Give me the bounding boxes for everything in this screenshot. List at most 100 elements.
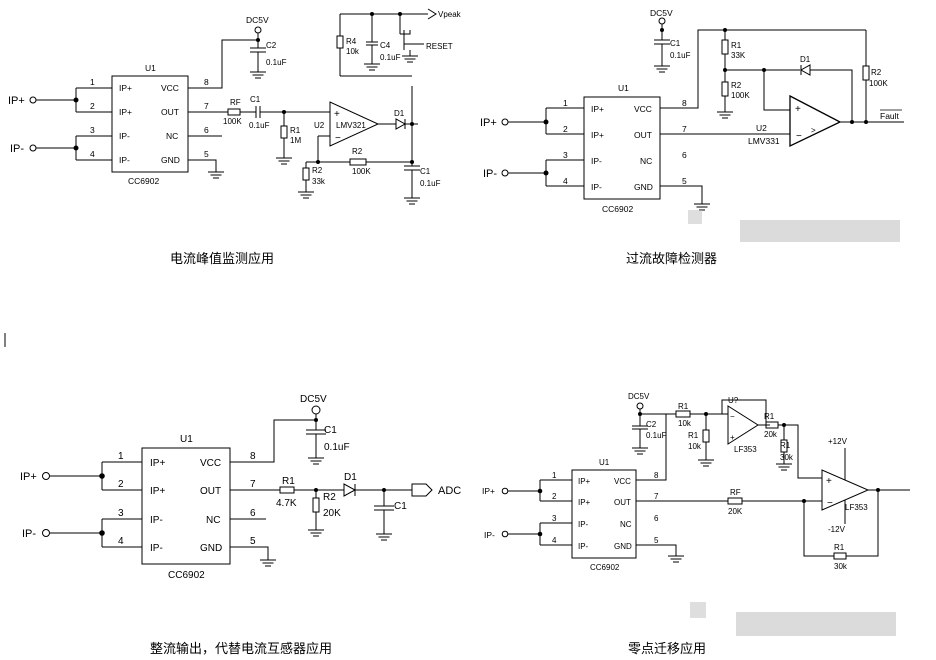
pin-label: IP+: [119, 107, 132, 117]
opamp-label: LF353: [734, 445, 757, 454]
pin-number: 3: [552, 514, 557, 523]
pin-label: OUT: [614, 498, 631, 507]
chip-part: CC6902: [168, 570, 205, 581]
c1-label: C1: [324, 425, 337, 436]
r2b-label: R2: [871, 68, 882, 77]
pin-number: 5: [250, 536, 256, 547]
chip-part: CC6902: [128, 176, 159, 186]
pin-number: 7: [654, 492, 659, 501]
ip-minus-label: IP-: [22, 528, 36, 540]
c1-label: C1: [250, 95, 261, 104]
ip-plus-label: IP+: [8, 95, 25, 107]
c1b-label: C1: [420, 167, 431, 176]
rf-value: 20K: [728, 507, 743, 516]
pin-number: 3: [90, 125, 95, 135]
c2-label: C2: [646, 420, 657, 429]
r1-label: R1: [731, 41, 742, 50]
pin-number: 1: [552, 471, 557, 480]
pin-number: 7: [250, 479, 256, 490]
r2-label: R2: [323, 492, 336, 503]
pin-label: NC: [640, 156, 652, 166]
chip-ref: U1: [618, 83, 629, 93]
chip-ref: U1: [180, 434, 193, 445]
svg-text:+: +: [826, 476, 832, 487]
pin-label: OUT: [200, 486, 221, 497]
pin-number: 4: [90, 149, 95, 159]
rf-label: RF: [230, 98, 241, 107]
pin-label: IP+: [150, 458, 165, 469]
pin-label: OUT: [161, 107, 179, 117]
caption-peak-monitor: 电流峰值监测应用: [170, 252, 275, 267]
pin-label: IP-: [578, 542, 589, 551]
r1-label: R1: [282, 476, 295, 487]
chip-body: [583, 96, 661, 200]
chip-part: CC6902: [602, 204, 633, 214]
d1-label: D1: [344, 472, 357, 483]
r2-value: 33k: [312, 177, 326, 186]
pin-label: VCC: [200, 458, 221, 469]
opamp2-label: LF353: [845, 503, 868, 512]
u2-label: U2: [756, 123, 767, 133]
ip-minus-label: IP-: [10, 143, 24, 155]
pin-label: GND: [200, 543, 222, 554]
chip-body: [571, 469, 637, 559]
fault-label: Fault: [880, 111, 900, 121]
ip-plus-label: IP+: [480, 117, 497, 129]
d1-label: D1: [800, 55, 811, 64]
pin-label: VCC: [161, 83, 179, 93]
r2b-value: 100K: [869, 79, 888, 88]
r2-value: 20K: [323, 508, 341, 519]
r2b-label: R2: [352, 147, 363, 156]
watermark-blur: [688, 210, 900, 242]
pin-number: 2: [552, 492, 557, 501]
chip-part: CC6902: [590, 563, 620, 572]
opamp-label: LMV321: [336, 121, 366, 130]
pin-label: IP-: [591, 156, 602, 166]
r2-label: R2: [731, 81, 742, 90]
pin-label: GND: [634, 182, 653, 192]
pin-number: 7: [204, 101, 209, 111]
pin-number: 2: [90, 101, 95, 111]
svg-text:+: +: [795, 104, 801, 115]
pin-number: 8: [654, 471, 659, 480]
pin-label: NC: [620, 520, 632, 529]
c4-value: 0.1uF: [380, 53, 401, 62]
pin-label: IP-: [150, 543, 163, 554]
r2-label: R2: [312, 166, 323, 175]
ip-minus-label: IP-: [483, 168, 497, 180]
c1-label: C1: [670, 39, 681, 48]
pin-number: 2: [118, 479, 124, 490]
ip-plus-label: IP+: [482, 486, 495, 496]
c1-value: 0.1uF: [670, 51, 691, 60]
svg-text:>: >: [811, 126, 816, 135]
r1d-value: 30k: [780, 453, 794, 462]
chip-ref: U1: [145, 63, 156, 73]
pin-number: 8: [682, 98, 687, 108]
caption-rectifier: 整流输出，代替电流互感器应用: [150, 642, 333, 657]
watermark-blur: [690, 602, 896, 636]
r1e-label: R1: [834, 543, 845, 552]
c1b-label: C1: [394, 501, 407, 512]
pin-number: 4: [563, 176, 568, 186]
pin-label: VCC: [614, 477, 631, 486]
pin-number: 6: [682, 150, 687, 160]
pin-number: 8: [250, 451, 256, 462]
c1-value: 0.1uF: [324, 442, 350, 453]
pin-number: 3: [118, 508, 124, 519]
r1b-label: R1: [688, 431, 699, 440]
r2b-value: 100K: [352, 167, 371, 176]
pin-number: 5: [682, 176, 687, 186]
pin-label: VCC: [634, 104, 652, 114]
pin-label: GND: [614, 542, 632, 551]
c2-label: C2: [266, 41, 277, 50]
svg-text:+: +: [730, 433, 735, 442]
r1-value: 4.7K: [276, 498, 297, 509]
chip-body: [111, 75, 189, 173]
supply-label: DC5V: [300, 394, 327, 405]
chip-body: [141, 447, 231, 565]
pin-label: IP-: [119, 155, 130, 165]
pin-label: IP+: [150, 486, 165, 497]
pin-label: GND: [161, 155, 180, 165]
pin-label: IP-: [119, 131, 130, 141]
